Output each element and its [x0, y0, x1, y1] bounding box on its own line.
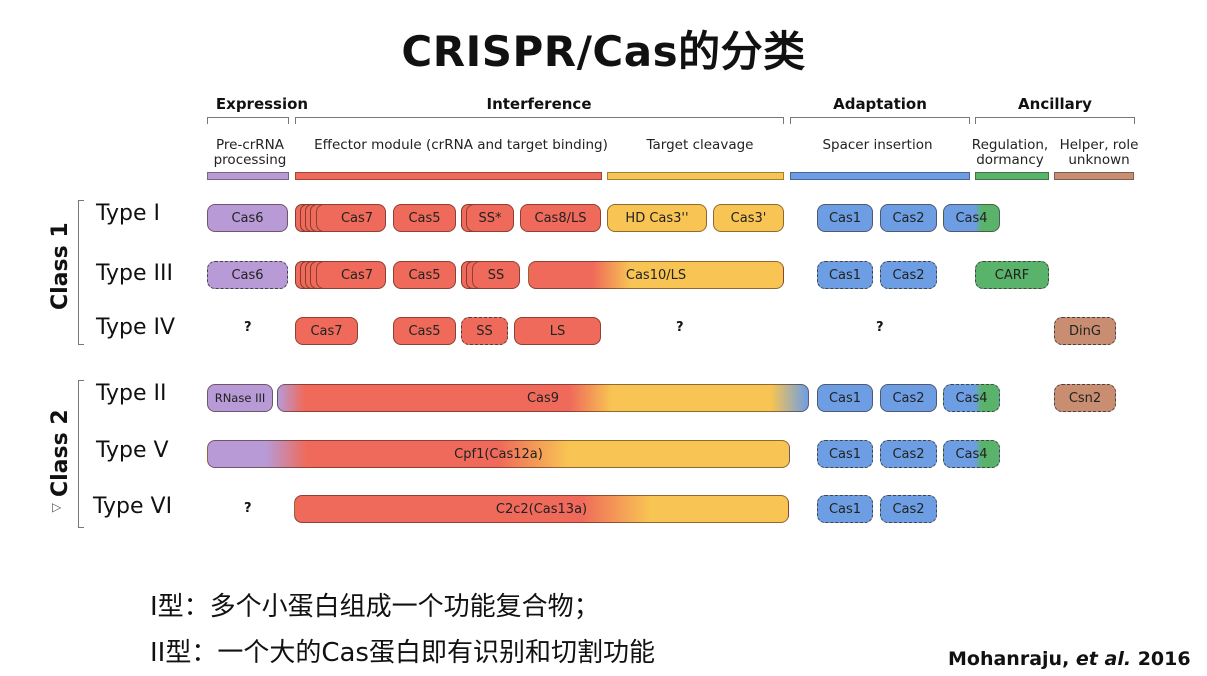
type1-hd-cas3: HD Cas3'' — [607, 204, 707, 232]
type6-c2c2: C2c2(Cas13a) — [294, 495, 789, 523]
class-1-label: Class 1 — [48, 222, 73, 310]
type5-cas1: Cas1 — [817, 440, 873, 468]
type4-ding: DinG — [1054, 317, 1116, 345]
category-interference: Interference — [486, 95, 592, 113]
sub-target-cleavage: Target cleavage — [646, 137, 754, 153]
citation: Mohanraju, et al. 2016 — [948, 648, 1191, 670]
note-line-1: I型：多个小蛋白组成一个功能复合物； — [150, 592, 600, 622]
type1-cas3-prime: Cas3' — [713, 204, 784, 232]
type-2-label: Type II — [96, 381, 167, 406]
type1-cas6: Cas6 — [207, 204, 288, 232]
cursor-arrow-icon: ▷ — [52, 500, 62, 514]
type1-cas8-ls: Cas8/LS — [520, 204, 601, 232]
type5-cas4: Cas4 — [943, 440, 1000, 468]
category-ancillary: Ancillary — [1018, 95, 1092, 113]
type2-cas4: Cas4 — [943, 384, 1000, 412]
citation-year: 2016 — [1137, 648, 1191, 670]
type4-cas7: Cas7 — [295, 317, 358, 345]
sub-pre-crrna-line1: Pre-crRNA — [215, 137, 285, 153]
type-1-label: Type I — [96, 201, 161, 226]
type3-cas2: Cas2 — [880, 261, 937, 289]
type2-cas2: Cas2 — [880, 384, 937, 412]
bracket-expression — [207, 117, 289, 124]
type3-cas5: Cas5 — [393, 261, 456, 289]
bracket-interference — [295, 117, 784, 124]
type3-ss: SS — [472, 261, 520, 289]
sub-helper-line1: Helper, role — [1059, 137, 1139, 153]
type-6-label: Type VI — [93, 494, 173, 519]
strip-helper — [1054, 172, 1134, 180]
type-4-label: Type IV — [96, 315, 176, 340]
sub-helper-line2: unknown — [1068, 152, 1130, 168]
strip-effector — [295, 172, 602, 180]
type2-csn2: Csn2 — [1054, 384, 1116, 412]
type2-cas9: Cas9 — [277, 384, 809, 412]
type4-cleavage-unknown: ? — [676, 320, 684, 335]
class-2-label: Class 2 — [48, 409, 73, 497]
class-1-bracket — [78, 200, 84, 345]
type4-ss: SS — [461, 317, 508, 345]
citation-etal: et al. — [1075, 648, 1132, 670]
type1-cas5: Cas5 — [393, 204, 456, 232]
strip-expression — [207, 172, 289, 180]
bracket-ancillary — [975, 117, 1135, 124]
type1-ss-star: SS* — [466, 204, 514, 232]
strip-cleavage — [607, 172, 784, 180]
bracket-adaptation — [790, 117, 970, 124]
sub-pre-crrna-line2: processing — [213, 152, 287, 168]
type3-cas6: Cas6 — [207, 261, 288, 289]
sub-helper: Helper, role unknown — [1050, 138, 1148, 168]
type3-carf: CARF — [975, 261, 1049, 289]
type2-rnase3: RNase III — [207, 384, 273, 412]
type6-cas1: Cas1 — [817, 495, 873, 523]
type3-cas10-ls: Cas10/LS — [528, 261, 784, 289]
type5-cas2: Cas2 — [880, 440, 937, 468]
type-3-label: Type III — [96, 261, 173, 286]
strip-adaptation — [790, 172, 970, 180]
sub-regulation: Regulation, dormancy — [964, 138, 1056, 168]
type2-cas1: Cas1 — [817, 384, 873, 412]
type4-adaptation-unknown: ? — [876, 320, 884, 335]
citation-authors: Mohanraju, — [948, 648, 1070, 670]
category-expression: Expression — [215, 95, 309, 113]
type4-ls: LS — [514, 317, 601, 345]
category-adaptation: Adaptation — [833, 95, 927, 113]
type3-cas7: Cas7 — [316, 261, 386, 289]
sub-regulation-line1: Regulation, — [971, 137, 1049, 153]
type4-expression-unknown: ? — [244, 320, 252, 335]
sub-pre-crrna: Pre-crRNA processing — [205, 138, 295, 168]
type1-cas1: Cas1 — [817, 204, 873, 232]
note-line-2: II型：一个大的Cas蛋白即有识别和切割功能 — [150, 638, 655, 668]
slide-title: CRISPR/Cas的分类 — [401, 27, 806, 76]
type1-cas4: Cas4 — [943, 204, 1000, 232]
type4-cas5: Cas5 — [393, 317, 456, 345]
type-5-label: Type V — [96, 438, 169, 463]
class-2-bracket — [78, 380, 84, 528]
type1-cas7: Cas7 — [316, 204, 386, 232]
strip-regulation — [975, 172, 1049, 180]
type5-cpf1: Cpf1(Cas12a) — [207, 440, 790, 468]
sub-spacer-insertion: Spacer insertion — [822, 137, 933, 153]
sub-regulation-line2: dormancy — [976, 152, 1044, 168]
type6-cas2: Cas2 — [880, 495, 937, 523]
type3-cas1: Cas1 — [817, 261, 873, 289]
sub-effector: Effector module (crRNA and target bindin… — [314, 137, 608, 153]
type6-expression-unknown: ? — [244, 501, 252, 516]
type1-cas2: Cas2 — [880, 204, 937, 232]
